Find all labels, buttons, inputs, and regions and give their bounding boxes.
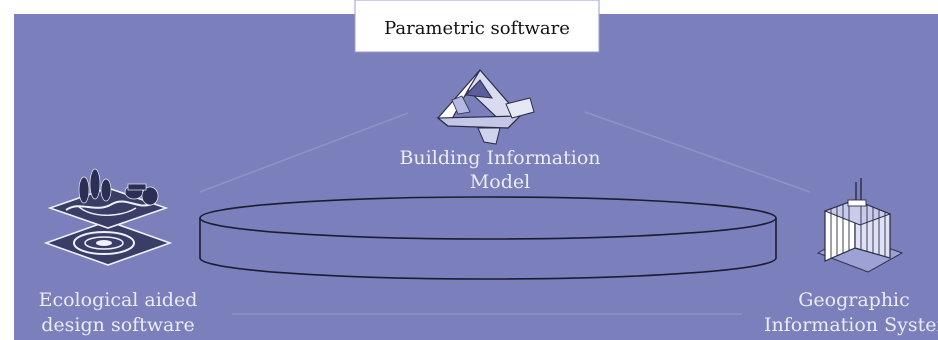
node-left-label-line1: Ecological aided — [39, 289, 198, 311]
node-top-label-line1: Building Information — [399, 147, 600, 169]
node-left-label-line2: design software — [41, 314, 194, 336]
node-right-label-line2: Information System — [764, 314, 938, 336]
node-top-label-line2: Model — [470, 171, 530, 193]
title-box — [354, 0, 600, 53]
office-building-icon — [816, 178, 904, 273]
connector-line-top-right — [584, 111, 811, 193]
connector-line-top-left — [199, 112, 409, 193]
building-information-model-icon — [436, 68, 535, 145]
central-cylinder — [199, 196, 777, 280]
node-right-label-line1: Geographic — [798, 289, 910, 311]
diagram-panel — [14, 14, 938, 340]
diagram-title: Parametric software — [384, 18, 570, 39]
ecological-landscape-icon — [43, 168, 173, 266]
